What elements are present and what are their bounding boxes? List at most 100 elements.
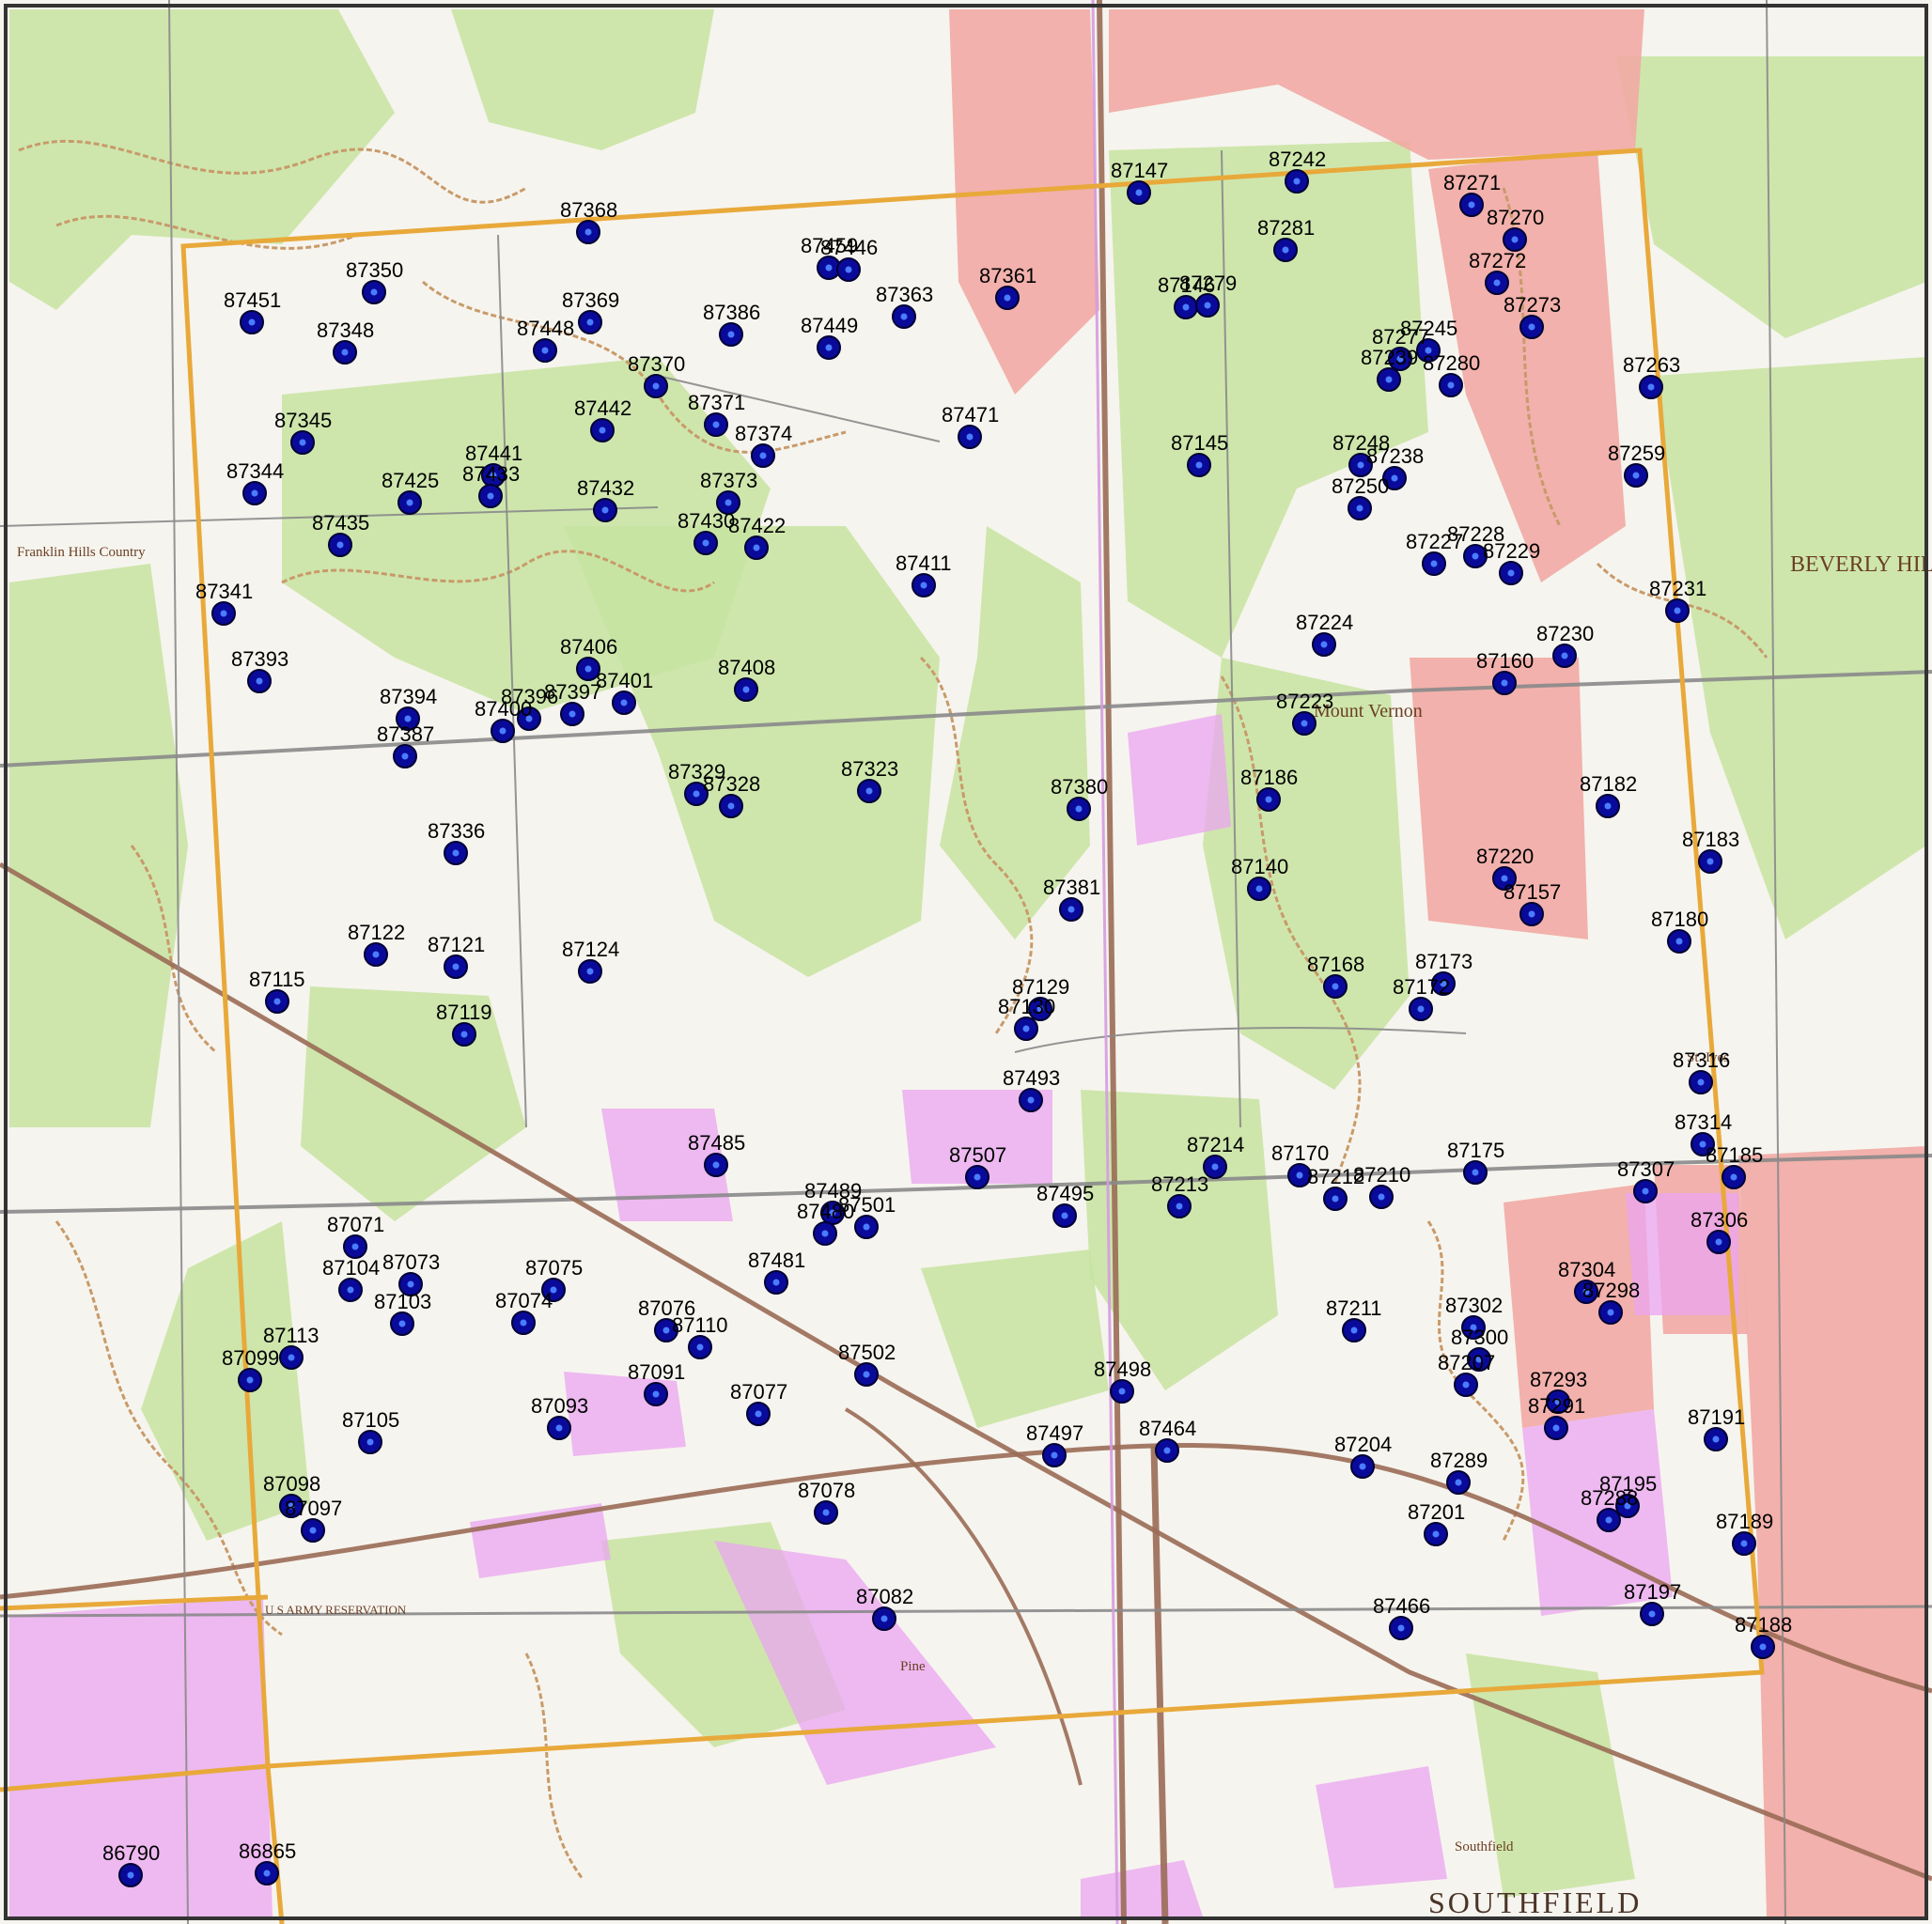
well-marker[interactable]: 87130 xyxy=(998,995,1055,1041)
well-marker[interactable]: 87180 xyxy=(1651,908,1708,954)
well-marker[interactable]: 87344 xyxy=(226,459,284,505)
well-marker[interactable]: 87373 xyxy=(700,469,757,515)
well-marker[interactable]: 87124 xyxy=(562,938,619,984)
well-marker[interactable]: 87175 xyxy=(1447,1139,1504,1185)
well-marker[interactable]: 87323 xyxy=(841,757,898,803)
well-marker[interactable]: 87368 xyxy=(560,198,617,244)
well-marker[interactable]: 87223 xyxy=(1276,690,1333,736)
well-marker[interactable]: 87170 xyxy=(1271,1141,1329,1187)
well-marker[interactable]: 87214 xyxy=(1187,1133,1244,1179)
well-marker[interactable]: 87074 xyxy=(495,1289,553,1335)
well-marker[interactable]: 87211 xyxy=(1326,1296,1382,1342)
well-marker[interactable]: 86865 xyxy=(239,1839,296,1885)
well-marker[interactable]: 87314 xyxy=(1675,1110,1732,1156)
well-marker[interactable]: 87091 xyxy=(628,1360,685,1406)
well-marker[interactable]: 87501 xyxy=(838,1193,896,1239)
well-marker[interactable]: 87293 xyxy=(1530,1368,1587,1414)
well-marker[interactable]: 87201 xyxy=(1408,1500,1465,1546)
well-marker[interactable]: 87204 xyxy=(1334,1433,1392,1479)
well-marker[interactable]: 87173 xyxy=(1415,950,1472,996)
well-marker[interactable]: 87073 xyxy=(382,1250,440,1296)
well-marker[interactable]: 87103 xyxy=(374,1290,431,1336)
well-marker[interactable]: 87281 xyxy=(1257,216,1315,262)
well-marker[interactable]: 87146 xyxy=(1158,273,1215,319)
well-marker[interactable]: 87197 xyxy=(1624,1580,1681,1626)
well-marker[interactable]: 87411 xyxy=(896,551,952,597)
well-marker[interactable]: 87304 xyxy=(1558,1258,1615,1304)
well-marker[interactable]: 87263 xyxy=(1623,353,1680,399)
well-marker[interactable]: 87449 xyxy=(801,314,858,360)
well-marker[interactable]: 87370 xyxy=(628,352,685,398)
well-marker[interactable]: 87298 xyxy=(1582,1279,1640,1325)
well-marker[interactable]: 87242 xyxy=(1269,147,1326,194)
well-marker[interactable]: 87245 xyxy=(1400,317,1457,363)
well-marker[interactable]: 87076 xyxy=(638,1296,695,1342)
well-marker[interactable]: 87348 xyxy=(317,318,374,365)
well-marker[interactable]: 87329 xyxy=(668,760,725,806)
well-marker[interactable]: 87098 xyxy=(263,1472,320,1518)
well-marker[interactable]: 87448 xyxy=(517,317,574,363)
well-marker[interactable]: 87374 xyxy=(735,422,792,468)
well-marker[interactable]: 87122 xyxy=(348,921,405,967)
well-marker[interactable]: 87471 xyxy=(942,403,999,449)
well-marker[interactable]: 87228 xyxy=(1447,522,1504,568)
well-marker[interactable]: 87493 xyxy=(1003,1066,1060,1112)
well-marker[interactable]: 87140 xyxy=(1231,855,1288,901)
well-marker[interactable]: 87485 xyxy=(688,1131,745,1177)
well-marker[interactable]: 87408 xyxy=(718,656,775,702)
well-marker[interactable]: 87129 xyxy=(1012,975,1069,1021)
well-marker[interactable]: 87336 xyxy=(428,819,485,865)
well-marker[interactable]: 87393 xyxy=(231,647,288,693)
well-marker[interactable]: 87397 xyxy=(544,680,601,726)
well-marker[interactable]: 87495 xyxy=(1036,1182,1094,1228)
well-marker[interactable]: 87077 xyxy=(730,1380,787,1426)
well-marker[interactable]: 87186 xyxy=(1240,766,1298,812)
well-marker[interactable]: 87075 xyxy=(525,1256,583,1302)
well-marker[interactable]: 87272 xyxy=(1469,249,1526,295)
well-marker[interactable]: 87157 xyxy=(1504,880,1561,926)
well-marker[interactable]: 87182 xyxy=(1580,772,1637,818)
well-marker[interactable]: 87093 xyxy=(531,1394,588,1440)
well-marker[interactable]: 87306 xyxy=(1690,1208,1748,1254)
well-marker[interactable]: 87432 xyxy=(577,476,634,522)
well-marker[interactable]: 87498 xyxy=(1094,1358,1151,1404)
well-marker[interactable]: 87231 xyxy=(1649,577,1706,623)
well-marker[interactable]: 87497 xyxy=(1026,1421,1083,1467)
well-marker[interactable]: 87189 xyxy=(1716,1510,1773,1556)
well-marker[interactable]: 87230 xyxy=(1536,622,1594,668)
well-marker[interactable]: 87213 xyxy=(1151,1172,1208,1218)
well-marker[interactable]: 87104 xyxy=(322,1256,380,1302)
well-marker[interactable]: 87105 xyxy=(342,1408,399,1454)
well-marker[interactable]: 87425 xyxy=(382,469,439,515)
well-marker[interactable]: 87147 xyxy=(1111,159,1168,205)
well-marker[interactable]: 87270 xyxy=(1487,206,1544,252)
well-marker[interactable]: 87082 xyxy=(856,1585,913,1631)
well-marker[interactable]: 87481 xyxy=(748,1249,805,1295)
well-marker[interactable]: 87307 xyxy=(1617,1157,1675,1203)
well-marker[interactable]: 87381 xyxy=(1043,876,1100,922)
well-marker[interactable]: 87422 xyxy=(728,514,786,560)
well-marker[interactable]: 87466 xyxy=(1373,1594,1430,1640)
well-marker[interactable]: 87160 xyxy=(1476,649,1534,695)
well-marker[interactable]: 87248 xyxy=(1332,431,1390,477)
well-marker[interactable]: 87227 xyxy=(1406,530,1463,576)
well-marker[interactable]: 87350 xyxy=(346,258,403,304)
well-marker[interactable]: 87386 xyxy=(703,301,760,347)
well-marker[interactable]: 87273 xyxy=(1504,293,1561,339)
well-marker[interactable]: 87145 xyxy=(1171,431,1228,477)
well-marker[interactable]: 87210 xyxy=(1353,1163,1410,1209)
well-marker[interactable]: 87172 xyxy=(1393,975,1450,1021)
well-marker[interactable]: 87110 xyxy=(672,1313,728,1359)
well-marker[interactable]: 87121 xyxy=(428,933,485,979)
well-marker[interactable]: 87183 xyxy=(1682,828,1739,874)
well-marker[interactable]: 87220 xyxy=(1476,845,1534,891)
well-marker[interactable]: 87279 xyxy=(1179,272,1237,318)
well-marker[interactable]: 87502 xyxy=(838,1341,896,1387)
well-marker[interactable]: 87369 xyxy=(562,288,619,334)
well-marker[interactable]: 87400 xyxy=(475,697,532,743)
well-marker[interactable]: 87316 xyxy=(1673,1048,1730,1094)
well-marker[interactable]: 87446 xyxy=(820,236,878,282)
well-marker[interactable]: 87302 xyxy=(1445,1294,1503,1340)
well-marker[interactable]: 87229 xyxy=(1483,539,1540,585)
well-marker[interactable]: 87345 xyxy=(274,409,332,455)
